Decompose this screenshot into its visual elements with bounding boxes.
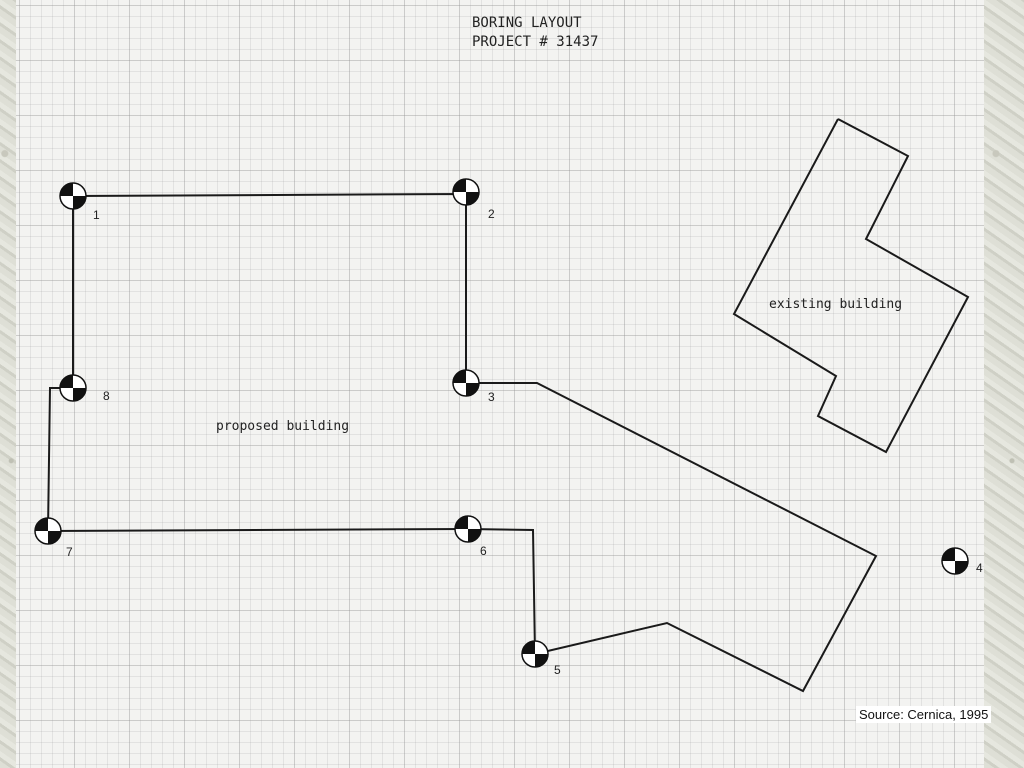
proposed-building-outline	[46, 192, 878, 693]
right-border	[984, 0, 1024, 768]
boring-number: 5	[554, 663, 561, 677]
boring-number: 3	[488, 390, 495, 404]
boring-marker-icon	[941, 547, 969, 575]
boring-number: 8	[103, 389, 110, 403]
title-line-2: PROJECT # 31437	[472, 34, 598, 50]
existing-building-label: existing building	[769, 297, 902, 312]
boring-marker-icon	[34, 517, 62, 545]
proposed-building-label: proposed building	[216, 419, 349, 434]
source-caption: Source: Cernica, 1995	[856, 706, 992, 723]
existing-building-outline	[732, 118, 970, 454]
boring-number: 1	[93, 208, 100, 222]
boring-marker-icon	[521, 640, 549, 668]
boring-marker-icon	[452, 369, 480, 397]
boring-marker-icon	[452, 178, 480, 206]
boring-number: 6	[480, 544, 487, 558]
boring-number: 7	[66, 545, 73, 559]
boring-marker-icon	[59, 374, 87, 402]
title-line-1: BORING LAYOUT	[472, 15, 582, 31]
boring-number: 2	[488, 207, 495, 221]
boring-number: 4	[976, 561, 983, 575]
left-border	[0, 0, 16, 768]
boring-marker-icon	[59, 182, 87, 210]
boring-marker-icon	[454, 515, 482, 543]
